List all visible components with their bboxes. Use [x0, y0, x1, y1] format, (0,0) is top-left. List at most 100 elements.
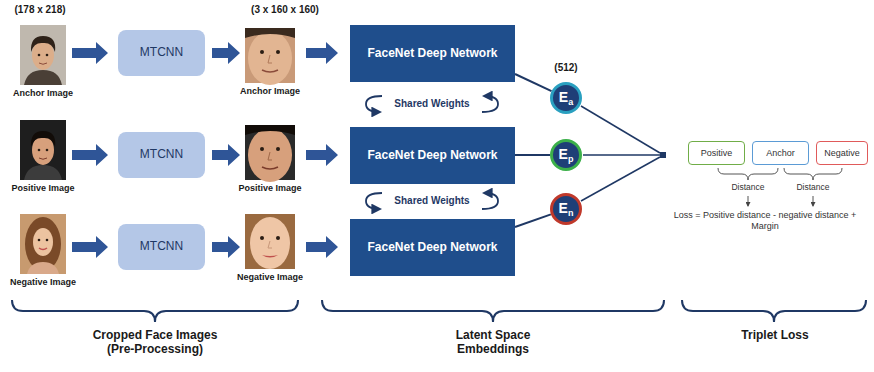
merge-point	[660, 152, 666, 158]
image-caption: Anchor Image	[228, 86, 312, 97]
raw-face-photo	[20, 214, 66, 274]
dimension-label: (178 x 218)	[0, 4, 80, 16]
raw-face-photo	[24, 70, 62, 85]
shared-weights-symbol	[366, 193, 382, 209]
shared-weights-symbol	[366, 96, 382, 112]
embedding-symbol: E	[559, 200, 568, 216]
cropped-face	[262, 70, 278, 72]
node-label: MTCNN	[140, 239, 183, 253]
merge-line	[583, 154, 660, 156]
cropped-face	[276, 147, 280, 151]
node-text: FaceNet Deep Network	[367, 47, 497, 61]
raw-face-photo	[39, 63, 47, 64]
image-caption: Positive Image	[228, 183, 312, 194]
cropped-face	[245, 28, 295, 85]
cropped-face	[276, 50, 280, 54]
mtcnn-box: MTCNN	[118, 30, 205, 76]
shared-weights-label: Shared Weights	[384, 195, 480, 207]
network-box: FaceNet Deep Network	[350, 219, 515, 276]
embedding-symbol: E	[559, 89, 568, 105]
distance-brace	[718, 168, 842, 206]
flow-arrow	[212, 236, 240, 258]
node-label: FaceNet Deep Network	[367, 46, 497, 60]
dimension-label: (3 x 160 x 160)	[230, 4, 340, 16]
cropped-face	[245, 214, 295, 269]
raw-face-photo	[27, 262, 59, 274]
node-text: Ea	[559, 88, 573, 107]
raw-face-photo	[39, 158, 47, 159]
image-caption: Negative Image	[1, 277, 85, 288]
raw-face-photo	[38, 149, 41, 152]
embedding-circle: Ea	[550, 82, 582, 114]
loss-formula: Loss = Positive distance - negative dist…	[665, 210, 865, 232]
cropped-face	[262, 167, 278, 169]
distance-brace	[784, 168, 842, 180]
triplet-box: Positive	[688, 141, 745, 165]
cropped-face	[245, 125, 295, 182]
cropped-face	[248, 31, 292, 85]
cropped-face	[268, 55, 272, 63]
flow-arrow	[72, 144, 108, 166]
cropped-face	[250, 217, 290, 269]
cropped-face	[248, 128, 292, 182]
flow-arrow	[72, 236, 108, 258]
network-box: FaceNet Deep Network	[350, 127, 515, 184]
embedding-outline	[552, 141, 581, 170]
node-label: Anchor	[766, 148, 795, 158]
embedding-connector	[515, 214, 551, 227]
raw-face-photo	[46, 239, 49, 242]
cropped-face	[268, 152, 272, 160]
node-label: FaceNet Deep Network	[367, 240, 497, 254]
raw-face-photo	[39, 248, 47, 250]
image-caption: Negative Image	[228, 272, 312, 283]
flow-arrow	[212, 144, 240, 166]
section-label: Triplet Loss	[715, 328, 835, 342]
distance-label: Distance	[720, 182, 776, 192]
flow-arrow	[212, 42, 240, 64]
distance-label: Distance	[785, 182, 841, 192]
node-text: MTCNN	[140, 46, 183, 60]
section-brace	[12, 300, 866, 322]
section-brace	[682, 300, 866, 322]
cropped-face	[262, 255, 278, 258]
shared-weights-symbol	[482, 96, 498, 112]
image-caption: Anchor Image	[1, 88, 85, 99]
node-text: FaceNet Deep Network	[367, 149, 497, 163]
shared-weights-symbol	[482, 193, 498, 209]
cropped-face	[245, 125, 295, 135]
raw-face-photo	[20, 120, 66, 180]
node-label: Negative	[824, 148, 860, 158]
image-caption: Positive Image	[1, 183, 85, 194]
network-box: FaceNet Deep Network	[350, 25, 515, 82]
cropped-face	[245, 28, 295, 38]
node-label: MTCNN	[140, 147, 183, 161]
flow-arrow	[306, 42, 338, 64]
embedding-connector	[515, 74, 552, 91]
raw-face-photo	[24, 165, 62, 180]
triplet-box: Negative	[816, 141, 868, 165]
cropped-face	[276, 236, 280, 240]
embedding-outline	[552, 195, 581, 224]
cropped-face	[260, 147, 264, 151]
node-text: FaceNet Deep Network	[367, 241, 497, 255]
raw-face-photo	[31, 36, 55, 52]
raw-face-photo	[38, 239, 41, 242]
raw-face-photo	[46, 149, 49, 152]
node-text: MTCNN	[140, 148, 183, 162]
cropped-face	[260, 236, 264, 240]
cropped-face	[245, 214, 295, 269]
embedding-symbol: E	[559, 146, 568, 162]
embedding-subscript: p	[568, 154, 574, 164]
section-brace	[12, 300, 298, 322]
raw-face-photo	[20, 120, 66, 180]
merge-line	[581, 106, 660, 201]
node-label: FaceNet Deep Network	[367, 148, 497, 162]
cropped-face	[260, 50, 264, 54]
embedding-subscript: n	[568, 208, 574, 218]
distance-brace	[813, 196, 814, 206]
embedding-outline	[552, 84, 581, 113]
node-label: MTCNN	[140, 45, 183, 59]
section-brace	[322, 300, 664, 322]
mtcnn-box: MTCNN	[118, 224, 205, 270]
